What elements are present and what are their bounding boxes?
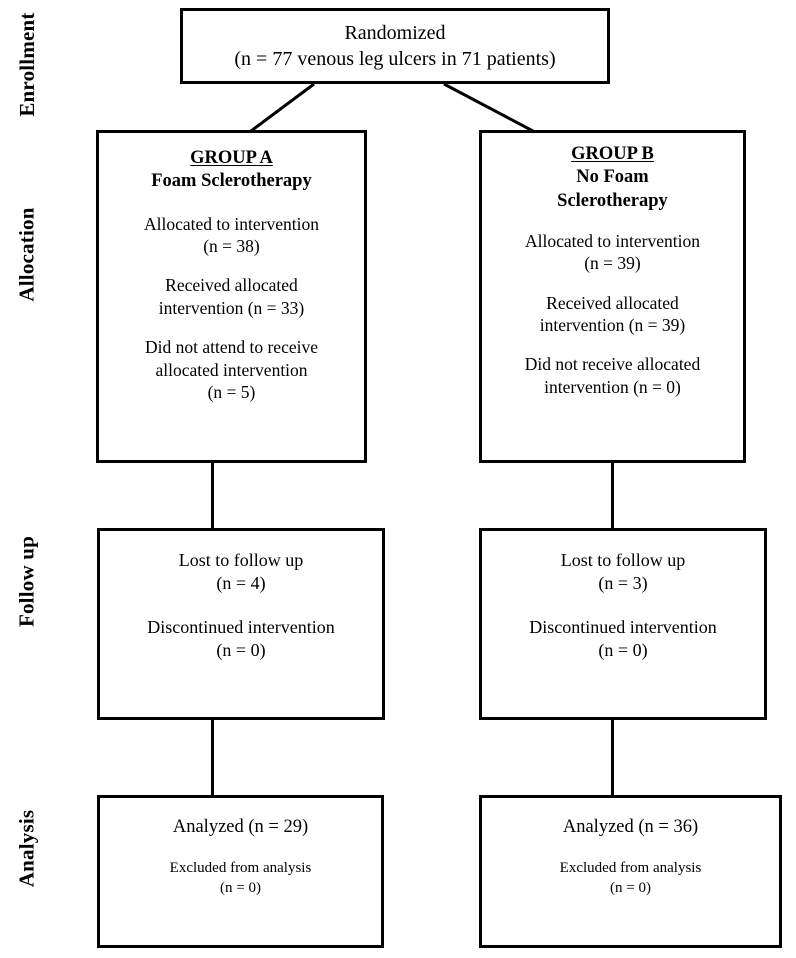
follow-up-a-discontinued: Discontinued intervention (n = 0) [100,616,382,663]
randomized-title: Randomized [344,21,446,44]
stage-label-allocation: Allocation [14,207,39,302]
analysis-a-excluded: Excluded from analysis (n = 0) [100,859,381,898]
group-b-received: Received allocated intervention (n = 39) [482,292,743,337]
follow-up-a-lost: Lost to follow up (n = 4) [100,549,382,596]
connector-randomized-to-group-b [443,82,534,133]
box-follow-up-a: Lost to follow up (n = 4) Discontinued i… [97,528,385,720]
group-b-received-line1: Received allocated [546,292,679,313]
follow-up-b-lost: Lost to follow up (n = 3) [482,549,764,596]
group-b-subtitle-line1: No Foam [576,167,649,188]
group-b-not-received-line2: intervention (n = 0) [544,376,681,397]
group-a-received-line1: Received allocated [165,275,298,296]
group-a-allocated: Allocated to intervention (n = 38) [99,213,364,258]
connector-follow-a-to-analysis-a [211,718,214,797]
analysis-a-excluded-n: (n = 0) [220,879,261,896]
group-b-heading: GROUP B No Foam Sclerotherapy [482,143,743,213]
analysis-b-excluded-n: (n = 0) [610,879,651,896]
group-a-allocated-n: (n = 38) [203,235,260,256]
group-b-title: GROUP B [571,144,654,164]
box-analysis-a: Analyzed (n = 29) Excluded from analysis… [97,795,384,948]
group-b-heading-wrap: GROUP B No Foam Sclerotherapy [482,133,743,213]
stage-label-analysis: Analysis [14,809,39,888]
group-a-heading-wrap: GROUP A Foam Sclerotherapy [99,133,364,194]
group-a-not-received-line2: allocated intervention [155,359,308,380]
box-group-a: GROUP A Foam Sclerotherapy Allocated to … [96,130,367,463]
analysis-b-excluded-label: Excluded from analysis [559,860,702,877]
group-a-received: Received allocated intervention (n = 33) [99,274,364,319]
connector-randomized-to-group-a [250,82,315,133]
follow-up-b-discontinued-n: (n = 0) [598,640,648,661]
analysis-a-body: Analyzed (n = 29) Excluded from analysis… [100,798,381,898]
follow-up-a-lost-label: Lost to follow up [178,550,304,570]
follow-up-a-discontinued-n: (n = 0) [216,640,266,661]
analysis-b-analyzed: Analyzed (n = 36) [562,817,699,837]
connector-group-a-to-follow-a [211,461,214,530]
group-a-title: GROUP A [190,148,273,168]
box-randomized: Randomized (n = 77 venous leg ulcers in … [180,8,610,84]
follow-up-a-body: Lost to follow up (n = 4) Discontinued i… [100,531,382,663]
analysis-a-excluded-label: Excluded from analysis [169,860,312,877]
group-a-not-received-n: (n = 5) [207,381,256,402]
group-a-not-received: Did not attend to receive allocated inte… [99,336,364,403]
follow-up-b-body: Lost to follow up (n = 3) Discontinued i… [482,531,764,663]
group-b-allocated-n: (n = 39) [584,253,641,274]
follow-up-b-discontinued-label: Discontinued intervention [529,616,717,637]
group-b-body: Allocated to intervention (n = 39) Recei… [482,230,743,398]
group-a-not-received-line1: Did not attend to receive [145,337,318,358]
group-b-received-line2: intervention (n = 39) [539,315,686,336]
connector-follow-b-to-analysis-b [611,718,614,797]
connector-group-b-to-follow-b [611,461,614,530]
follow-up-a-lost-n: (n = 4) [216,573,266,594]
stage-label-follow-up: Follow up [14,535,39,628]
group-a-allocated-label: Allocated to intervention [144,213,319,234]
analysis-a-analyzed: Analyzed (n = 29) [172,817,309,837]
box-analysis-b: Analyzed (n = 36) Excluded from analysis… [479,795,782,948]
follow-up-b-lost-n: (n = 3) [598,573,648,594]
follow-up-b-discontinued: Discontinued intervention (n = 0) [482,616,764,663]
group-b-allocated: Allocated to intervention (n = 39) [482,230,743,275]
analysis-b-excluded: Excluded from analysis (n = 0) [482,859,779,898]
follow-up-a-discontinued-label: Discontinued intervention [147,616,335,637]
box-group-b: GROUP B No Foam Sclerotherapy Allocated … [479,130,746,463]
group-a-received-line2: intervention (n = 33) [158,297,305,318]
box-follow-up-b: Lost to follow up (n = 3) Discontinued i… [479,528,767,720]
group-a-body: Allocated to intervention (n = 38) Recei… [99,213,364,404]
randomized-count: (n = 77 venous leg ulcers in 71 patients… [234,48,556,70]
follow-up-b-lost-label: Lost to follow up [560,550,686,570]
analysis-b-body: Analyzed (n = 36) Excluded from analysis… [482,798,779,898]
group-b-allocated-label: Allocated to intervention [525,230,700,251]
group-a-subtitle: Foam Sclerotherapy [151,171,312,192]
group-a-heading: GROUP A Foam Sclerotherapy [99,147,364,194]
group-b-subtitle-line2: Sclerotherapy [557,190,668,211]
group-b-not-received-line1: Did not receive allocated [524,354,701,375]
stage-label-enrollment: Enrollment [15,12,39,117]
group-b-not-received: Did not receive allocated intervention (… [482,353,743,398]
